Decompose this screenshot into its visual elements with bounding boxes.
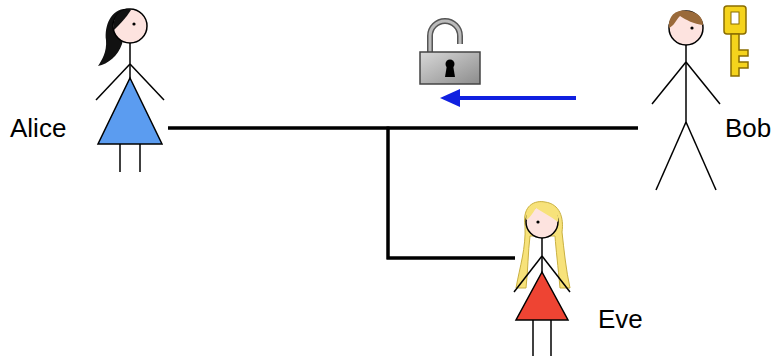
stick-figure <box>515 195 665 359</box>
stick-figure <box>638 3 780 200</box>
network-wire <box>168 128 515 258</box>
stick-figure <box>5 5 168 205</box>
person-name: Alice <box>10 113 66 143</box>
network-wire <box>388 128 638 258</box>
person-name: Eve <box>598 304 643 334</box>
open-padlock <box>420 21 480 84</box>
bob-figure: Bob <box>638 3 780 200</box>
alice-figure: Alice <box>5 5 168 205</box>
blue-arrow <box>440 89 576 107</box>
eve-figure: Eve <box>515 195 665 359</box>
person-name: Bob <box>725 113 771 143</box>
key-icon <box>724 6 748 76</box>
